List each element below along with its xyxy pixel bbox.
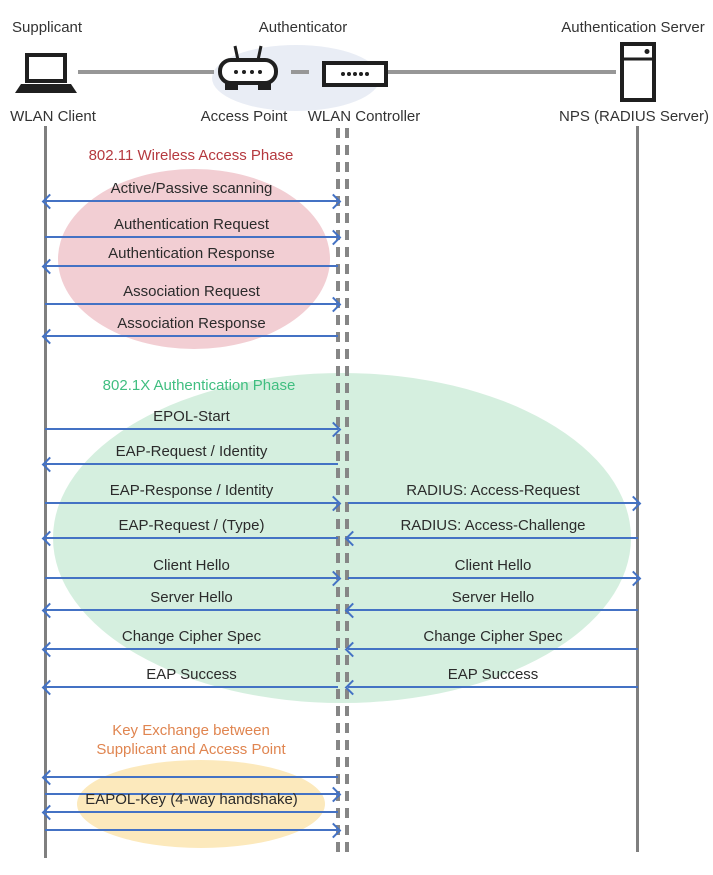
message-arrow-left [41,602,338,618]
message-arrow-left [41,530,338,546]
message-arrow-left [344,679,638,695]
phase-title-key-exchange: Key Exchange between Supplicant and Acce… [96,722,286,758]
message-arrow-left [41,456,338,472]
message-arrow-right [45,296,342,312]
phase-title-80211-wireless-access: 802.11 Wireless Access Phase [88,147,294,164]
message-arrow-right [348,570,642,586]
message-label: Association Request [123,283,260,300]
message-arrow-right [45,421,342,437]
message-arrow-both [41,193,342,209]
message-arrow-right [45,786,342,802]
message-arrow-left [344,602,638,618]
message-label: Change Cipher Spec [121,628,262,645]
message-arrow-right [45,495,342,511]
message-label: Server Hello [150,589,233,606]
arrowhead-left-icon [41,769,58,785]
arrowhead-right-icon [325,822,342,838]
phase-ellipse-80211-wireless-access [58,169,330,349]
message-arrow-right [45,570,342,586]
message-arrow-right [348,495,642,511]
message-arrow-left [344,530,638,546]
phase-ellipse-key-exchange [77,760,325,848]
message-label: EAP Success [447,666,539,683]
message-arrow-left [41,641,338,657]
message-label: EAP Success [146,666,237,683]
message-arrow-left [41,258,338,274]
role-label-authentication-server: Authentication Server [561,19,705,36]
message-arrow-right [45,822,342,838]
network-link-dash [291,70,309,74]
message-label: RADIUS: Access-Request [406,482,580,499]
message-label: EAP-Response / Identity [109,482,274,499]
device-label-access-point: Access Point [200,108,288,125]
phase-title-8021x-authentication: 802.1X Authentication Phase [102,377,296,394]
message-label: EPOL-Start [153,408,230,425]
message-label: Active/Passive scanning [110,180,273,197]
message-label: EAP-Request / (Type) [118,517,265,534]
message-label: EAP-Request / Identity [115,443,268,460]
device-label-nps-radius-server: NPS (RADIUS Server) [558,108,710,125]
lifeline-radius-server [636,126,639,852]
network-link-line [78,70,214,74]
laptop-icon [14,52,78,96]
lifeline-controller-dashed-1 [336,128,340,856]
wireless-router-icon [216,44,280,98]
controller-icon [322,61,388,87]
message-label: Authentication Response [108,245,275,262]
message-label: Authentication Request [113,216,270,233]
message-arrow-left [344,641,638,657]
message-arrow-right [45,229,342,245]
role-label-authenticator: Authenticator [258,19,348,36]
lifeline-wlan-client [44,126,47,858]
message-label: EAPOL-Key (4-way handshake) [85,791,298,808]
message-arrow-left [41,328,338,344]
server-icon [620,42,656,102]
message-label: RADIUS: Access-Challenge [400,517,586,534]
message-label: Server Hello [451,589,535,606]
message-label: Client Hello [454,557,532,574]
device-label-wlan-client: WLAN Client [10,108,96,125]
message-label: Change Cipher Spec [423,628,563,645]
message-label: Association Response [117,315,266,332]
message-arrow-left [41,679,338,695]
message-arrow-left [41,769,338,785]
lifeline-controller-dashed-2 [345,128,349,856]
device-label-wlan-controller: WLAN Controller [307,108,421,125]
message-arrow-left [41,804,338,820]
message-label: Client Hello [153,557,230,574]
network-link-line [388,70,616,74]
role-label-supplicant: Supplicant [12,19,83,36]
